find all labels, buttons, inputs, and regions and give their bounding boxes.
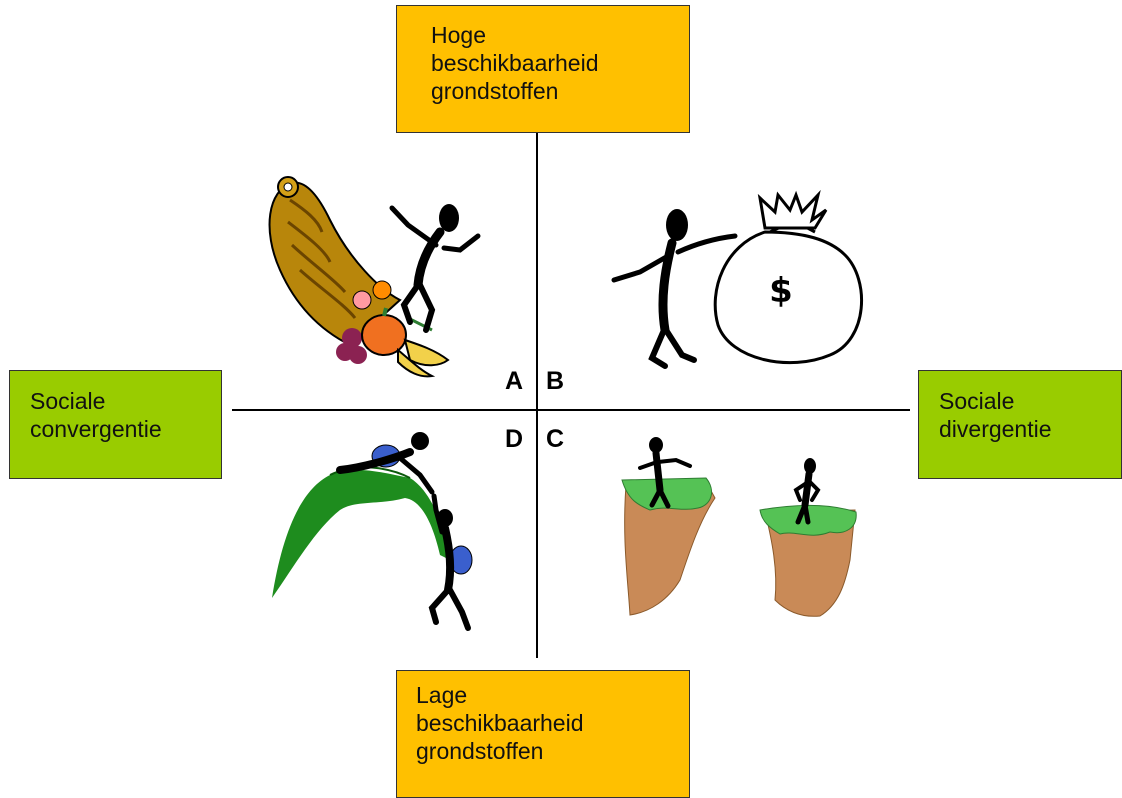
quadrant-label-a: A [505, 367, 524, 395]
low-resources-label-line2: beschikbaarheid [416, 710, 584, 736]
high-resources-label-line3: grondstoffen [431, 78, 559, 104]
social-divergence-label-line1: Sociale [939, 388, 1015, 414]
social-convergence-box: Sociale convergentie [9, 370, 222, 479]
social-divergence-box: Sociale divergentie [918, 370, 1122, 479]
high-resources-label-line1: Hoge [431, 22, 486, 48]
low-resources-label-line3: grondstoffen [416, 738, 544, 764]
cornucopia-illustration [268, 176, 481, 378]
high-resources-box: Hoge beschikbaarheid grondstoffen [396, 5, 690, 133]
dollar-sign: $ [769, 271, 793, 311]
low-resources-label-line1: Lage [416, 682, 468, 708]
quadrant-label-c: C [546, 425, 565, 453]
social-divergence-label-line2: divergentie [939, 416, 1052, 442]
quadrant-label-b: B [546, 367, 565, 395]
low-resources-box: Lage beschikbaarheid grondstoffen [396, 670, 690, 798]
high-resources-label-line2: beschikbaarheid [431, 50, 599, 76]
money-bag-illustration: $ [611, 189, 864, 369]
quadrant-label-d: D [505, 425, 524, 453]
social-convergence-label-line2: convergentie [30, 416, 162, 442]
climbers-illustration [272, 432, 473, 631]
cliffs-illustration [621, 437, 857, 617]
social-convergence-label-line1: Sociale [30, 388, 106, 414]
